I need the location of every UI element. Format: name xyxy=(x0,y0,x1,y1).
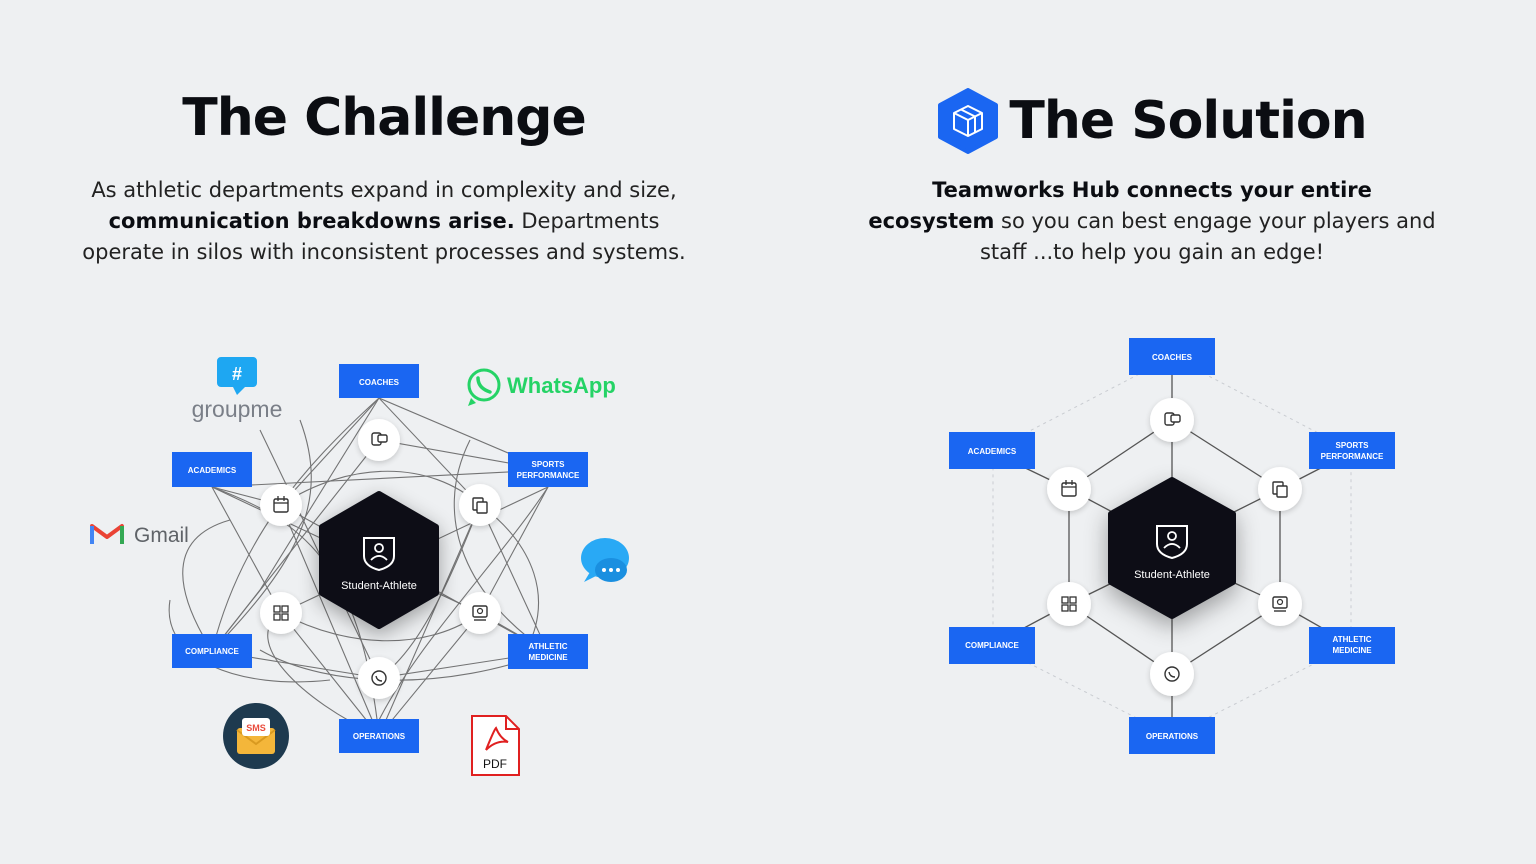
phone-icon xyxy=(1150,652,1194,696)
teamworks-cube-icon xyxy=(938,88,999,154)
gmail-logo: Gmail xyxy=(90,524,189,547)
dept-sports-label-2: PERFORMANCE xyxy=(517,471,580,480)
dept-academics: ACADEMICS xyxy=(172,452,252,487)
challenge-diagram: Student-Athlete COACHES SPORTS PERFORMAN… xyxy=(90,357,629,776)
monitor-icon xyxy=(1258,582,1302,626)
challenge-description: As athletic departments expand in comple… xyxy=(80,175,688,268)
shield-icon xyxy=(363,537,395,572)
hub-label: Student-Athlete xyxy=(1134,569,1210,581)
dept-operations-label: OPERATIONS xyxy=(353,732,406,741)
dept-med-label-1: ATHLETIC xyxy=(1333,635,1372,644)
solution-title: The Solution xyxy=(1009,91,1367,151)
dept-sports-label-1: SPORTS xyxy=(1336,441,1370,450)
svg-text:#: # xyxy=(232,364,242,384)
challenge-desc-part2: Departments operate in silos with incons… xyxy=(82,209,686,264)
dept-compliance: COMPLIANCE xyxy=(949,627,1035,664)
dept-athletic-medicine: ATHLETIC MEDICINE xyxy=(1309,627,1395,664)
dept-med-label-2: MEDICINE xyxy=(528,653,568,662)
documents-icon xyxy=(459,484,501,526)
dept-operations-label: OPERATIONS xyxy=(1146,732,1199,741)
calendar-icon xyxy=(1047,467,1091,511)
grid-icon xyxy=(1047,582,1091,626)
dept-coaches: COACHES xyxy=(1129,338,1215,375)
dept-coaches-label: COACHES xyxy=(359,378,400,387)
grid-icon xyxy=(260,592,302,634)
pdf-logo: PDF xyxy=(471,715,520,776)
solution-icon-circles xyxy=(1047,398,1302,696)
calendar-icon xyxy=(260,484,302,526)
dept-operations: OPERATIONS xyxy=(339,719,419,753)
challenge-desc-part1: As athletic departments expand in comple… xyxy=(91,178,677,202)
documents-icon xyxy=(1258,467,1302,511)
solution-desc-bold: Teamworks Hub connects your entire ecosy… xyxy=(868,178,1372,233)
solution-diagram: Student-Athlete COACHES SPORTS PERFORMAN… xyxy=(949,338,1395,754)
dept-academics-label: ACADEMICS xyxy=(188,466,237,475)
student-athlete-hub xyxy=(1108,477,1236,619)
pdf-text: PDF xyxy=(483,757,507,771)
dept-compliance-label: COMPLIANCE xyxy=(965,641,1019,650)
groupme-text: groupme xyxy=(192,396,283,422)
groupme-logo: # groupme xyxy=(192,357,283,422)
solution-title-row: The Solution xyxy=(768,88,1536,154)
solution-desc-part2: so you can best engage your players and … xyxy=(979,209,1436,264)
phone-icon xyxy=(358,657,400,699)
gmail-text: Gmail xyxy=(134,524,189,547)
messenger-logo xyxy=(581,538,629,582)
challenge-icon-circles xyxy=(260,419,501,699)
dept-academics-label: ACADEMICS xyxy=(968,447,1017,456)
challenge-panel: The Challenge As athletic departments ex… xyxy=(80,88,688,776)
student-athlete-hub xyxy=(319,491,439,629)
monitor-icon xyxy=(459,592,501,634)
solution-panel: The Solution Teamworks Hub connects your… xyxy=(768,0,1536,864)
challenge-title: The Challenge xyxy=(182,88,587,148)
dept-sports-label-1: SPORTS xyxy=(532,460,566,469)
solution-departments: COACHES SPORTS PERFORMANCE ATHLETIC MEDI… xyxy=(949,338,1395,754)
dept-coaches: COACHES xyxy=(339,364,419,398)
dept-compliance-label: COMPLIANCE xyxy=(185,647,239,656)
dept-coaches-label: COACHES xyxy=(1152,353,1193,362)
solution-description: Teamworks Hub connects your entire ecosy… xyxy=(868,175,1436,268)
dept-compliance: COMPLIANCE xyxy=(172,634,252,668)
whatsapp-logo: WhatsApp xyxy=(467,368,616,406)
dept-med-label-2: MEDICINE xyxy=(1332,646,1372,655)
dept-academics: ACADEMICS xyxy=(949,432,1035,469)
challenge-departments: COACHES SPORTS PERFORMANCE ATHLETIC MEDI… xyxy=(172,364,588,753)
whatsapp-text: WhatsApp xyxy=(507,373,616,398)
hub-label: Student-Athlete xyxy=(341,580,417,592)
dept-athletic-medicine: ATHLETIC MEDICINE xyxy=(508,634,588,669)
dept-med-label-1: ATHLETIC xyxy=(529,642,568,651)
sms-text: SMS xyxy=(246,723,266,733)
dept-sports-label-2: PERFORMANCE xyxy=(1321,452,1384,461)
dept-sports-performance: SPORTS PERFORMANCE xyxy=(1309,432,1395,469)
challenge-desc-bold: communication breakdowns arise. xyxy=(108,209,515,233)
shield-icon xyxy=(1156,525,1188,560)
dept-operations: OPERATIONS xyxy=(1129,717,1215,754)
chat-icon xyxy=(358,419,400,461)
sms-logo: SMS xyxy=(223,703,289,769)
dept-sports-performance: SPORTS PERFORMANCE xyxy=(508,452,588,487)
chat-icon xyxy=(1150,398,1194,442)
